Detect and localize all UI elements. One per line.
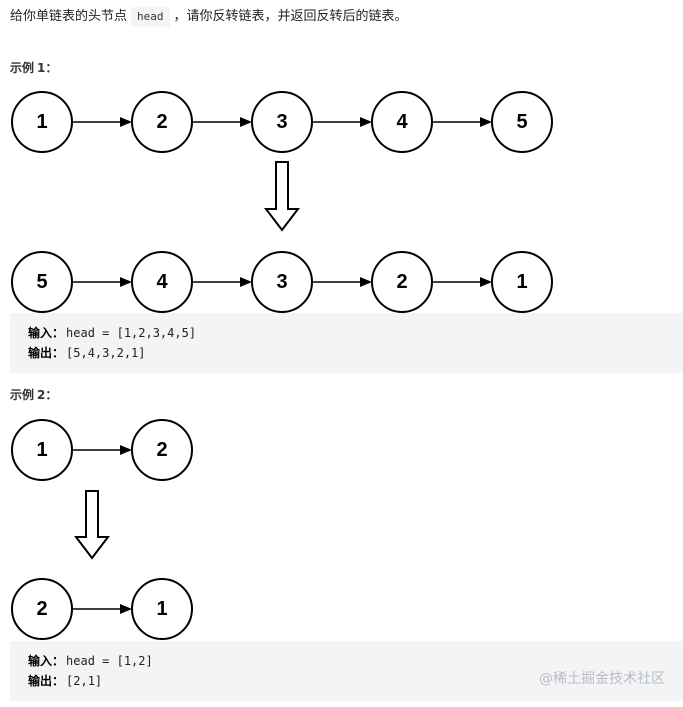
list-node: 2 — [131, 91, 193, 153]
list-node: 5 — [491, 91, 553, 153]
node-value: 4 — [156, 271, 168, 293]
node-value: 1 — [156, 598, 167, 620]
node-value: 2 — [396, 271, 407, 293]
example-2-io-block: 输入：head = [1,2] 输出：[2,1] — [10, 641, 683, 701]
list-node: 4 — [131, 251, 193, 313]
example-1-heading-colon: ： — [45, 61, 58, 75]
intro-text-after: ，请你反转链表，并返回反转后的链表。 — [173, 9, 408, 24]
example-1-heading-label: 示例 — [10, 61, 35, 75]
list-node: 1 — [131, 578, 193, 640]
input-row: 输入：head = [1,2] — [28, 651, 683, 671]
list-link-arrow — [312, 277, 372, 287]
node-value: 3 — [276, 111, 287, 133]
example-2-reversed-list: 2 1 — [11, 578, 193, 640]
example-1-reversed-list: 5 4 3 2 1 — [11, 251, 553, 313]
node-value: 4 — [396, 111, 408, 133]
node-value: 2 — [36, 598, 47, 620]
example-1-original-list: 1 2 3 4 5 — [11, 91, 553, 153]
example-1-io-block: 输入：head = [1,2,3,4,5] 输出：[5,4,3,2,1] — [10, 313, 683, 373]
node-value: 5 — [516, 111, 527, 133]
input-value: head = [1,2,3,4,5] — [66, 326, 197, 340]
list-node: 1 — [11, 91, 73, 153]
node-value: 2 — [156, 111, 167, 133]
node-value: 1 — [36, 111, 47, 133]
input-value: head = [1,2] — [66, 654, 153, 668]
node-value: 3 — [276, 271, 287, 293]
down-arrow-icon — [263, 161, 301, 232]
example-2-heading-number: 2 — [37, 388, 46, 402]
output-label: 输出： — [28, 346, 65, 360]
node-value: 5 — [36, 271, 47, 293]
list-link-arrow — [432, 277, 492, 287]
list-node: 2 — [131, 419, 193, 481]
intro-text-before: 给你单链表的头节点 — [10, 9, 128, 24]
list-node: 2 — [11, 578, 73, 640]
list-link-arrow — [72, 445, 132, 455]
output-row: 输出：[5,4,3,2,1] — [28, 343, 683, 363]
list-link-arrow — [72, 604, 132, 614]
node-value: 1 — [36, 439, 47, 461]
input-label: 输入： — [28, 326, 65, 340]
inline-code-head: head — [131, 7, 170, 27]
list-link-arrow — [312, 117, 372, 127]
down-arrow-icon — [73, 490, 111, 560]
list-link-arrow — [192, 117, 252, 127]
example-1-heading-number: 1 — [37, 61, 46, 75]
node-value: 2 — [156, 439, 167, 461]
output-row: 输出：[2,1] — [28, 671, 683, 691]
watermark: @稀土掘金技术社区 — [539, 671, 665, 687]
list-node: 2 — [371, 251, 433, 313]
list-node: 3 — [251, 251, 313, 313]
list-node: 1 — [491, 251, 553, 313]
output-value: [5,4,3,2,1] — [66, 346, 146, 360]
output-value: [2,1] — [66, 674, 103, 688]
list-node: 5 — [11, 251, 73, 313]
output-label: 输出： — [28, 674, 65, 688]
example-2-heading-label: 示例 — [10, 388, 35, 402]
list-link-arrow — [72, 117, 132, 127]
input-label: 输入： — [28, 654, 65, 668]
list-link-arrow — [72, 277, 132, 287]
list-link-arrow — [432, 117, 492, 127]
example-2-original-list: 1 2 — [11, 419, 193, 481]
input-row: 输入：head = [1,2,3,4,5] — [28, 323, 683, 343]
list-node: 1 — [11, 419, 73, 481]
node-value: 1 — [516, 271, 527, 293]
example-2-heading-colon: ： — [45, 388, 58, 402]
list-node: 4 — [371, 91, 433, 153]
list-link-arrow — [192, 277, 252, 287]
list-node: 3 — [251, 91, 313, 153]
